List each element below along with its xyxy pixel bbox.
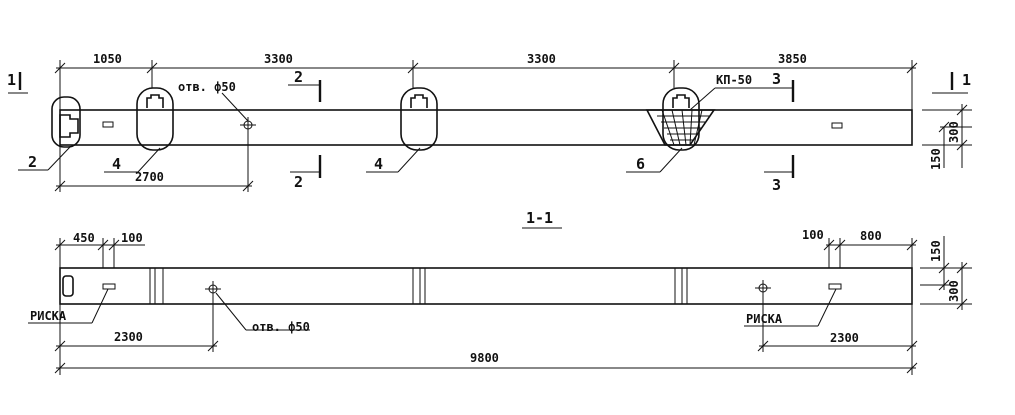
dim-450: 450 (73, 231, 95, 245)
callout-4-a: 4 (112, 155, 121, 173)
callout-leaders (18, 146, 683, 173)
section-2-top: 2 (294, 68, 303, 86)
riska-mark-right (828, 283, 842, 290)
lifting-loop-2 (400, 87, 438, 151)
kp-leader (689, 87, 716, 111)
end-plate-left (59, 114, 79, 138)
dim-2300-lines (54, 296, 918, 375)
dim-300-elev: 300 (947, 280, 961, 302)
dim-2700-line (54, 133, 254, 192)
section-title: 1-1 (526, 209, 553, 227)
section-marker-1-left (8, 72, 28, 94)
callout-4-b: 4 (374, 155, 383, 173)
dim-100-right: 100 (802, 228, 824, 242)
mark-right-plan (831, 122, 843, 129)
hole-leader-plan (221, 92, 249, 122)
dim-3850: 3850 (778, 52, 807, 66)
section-3-top: 3 (772, 70, 781, 88)
dim-9800: 9800 (470, 351, 499, 365)
joint-3 (674, 268, 688, 304)
riska-label-right: РИСКА (746, 312, 783, 326)
callout-2: 2 (28, 153, 37, 171)
section-1-right: 1 (962, 71, 971, 89)
riska-label-left: РИСКА (30, 309, 67, 323)
section-marker-1-right (932, 72, 968, 94)
dim-100-left: 100 (121, 231, 143, 245)
kp-label: КП-50 (716, 73, 752, 87)
dim-150-plan: 150 (929, 148, 943, 170)
lifting-loop-1 (136, 87, 174, 151)
hole-leader-elev (215, 292, 247, 331)
section-marker-3-top (762, 80, 795, 102)
beam-body-plan (59, 109, 913, 146)
riska-leader-right (817, 288, 837, 327)
dim-1050: 1050 (93, 52, 122, 66)
dim-150-elev: 150 (929, 240, 943, 262)
dim-9800-line (54, 362, 918, 374)
hole-label-elev: отв. ф50 (252, 320, 310, 334)
top-dimension-chain (54, 60, 918, 110)
hole-symbol-elev-left (205, 281, 221, 297)
callout-6: 6 (636, 155, 645, 173)
mark-left-plan (102, 121, 114, 128)
kp-50-grid (645, 87, 716, 151)
dim-2300-left: 2300 (114, 330, 143, 344)
elevation-view: отв. ф50 РИСКА РИСКА 450 100 100 800 (28, 228, 972, 375)
dim-2300-right: 2300 (830, 331, 859, 345)
end-plate-elevation (62, 275, 74, 297)
joint-2 (412, 268, 426, 304)
riska-mark-left (102, 283, 116, 290)
loop-slot-1 (146, 94, 164, 108)
section-marker-2-top (288, 80, 322, 102)
end-part-left (51, 96, 81, 148)
dim-300-plan: 300 (947, 121, 961, 143)
dim-800: 800 (860, 229, 882, 243)
hole-symbol-elev-right (755, 280, 771, 296)
dim-3300-b: 3300 (527, 52, 556, 66)
right-dims-elev (920, 236, 972, 310)
right-dims-plan (922, 104, 972, 168)
loop-slot-2 (410, 94, 428, 108)
plan-view: отв. ф50 КП-50 1050 3300 3300 3850 (7, 52, 972, 194)
section-1-left: 1 (7, 71, 16, 89)
section-marker-3-bottom (764, 155, 795, 178)
dim-3300-a: 3300 (264, 52, 293, 66)
riska-leader-left (91, 288, 109, 324)
beam-body-elevation (59, 267, 913, 305)
section-marker-2-bottom (290, 155, 322, 178)
dims-top-elev (54, 238, 918, 268)
joint-1 (149, 268, 164, 304)
dim-2700: 2700 (135, 170, 164, 184)
hole-label-plan: отв. ф50 (178, 80, 236, 94)
section-2-bottom: 2 (294, 173, 303, 191)
section-3-bottom: 3 (772, 176, 781, 194)
hole-symbol-plan (240, 117, 256, 133)
